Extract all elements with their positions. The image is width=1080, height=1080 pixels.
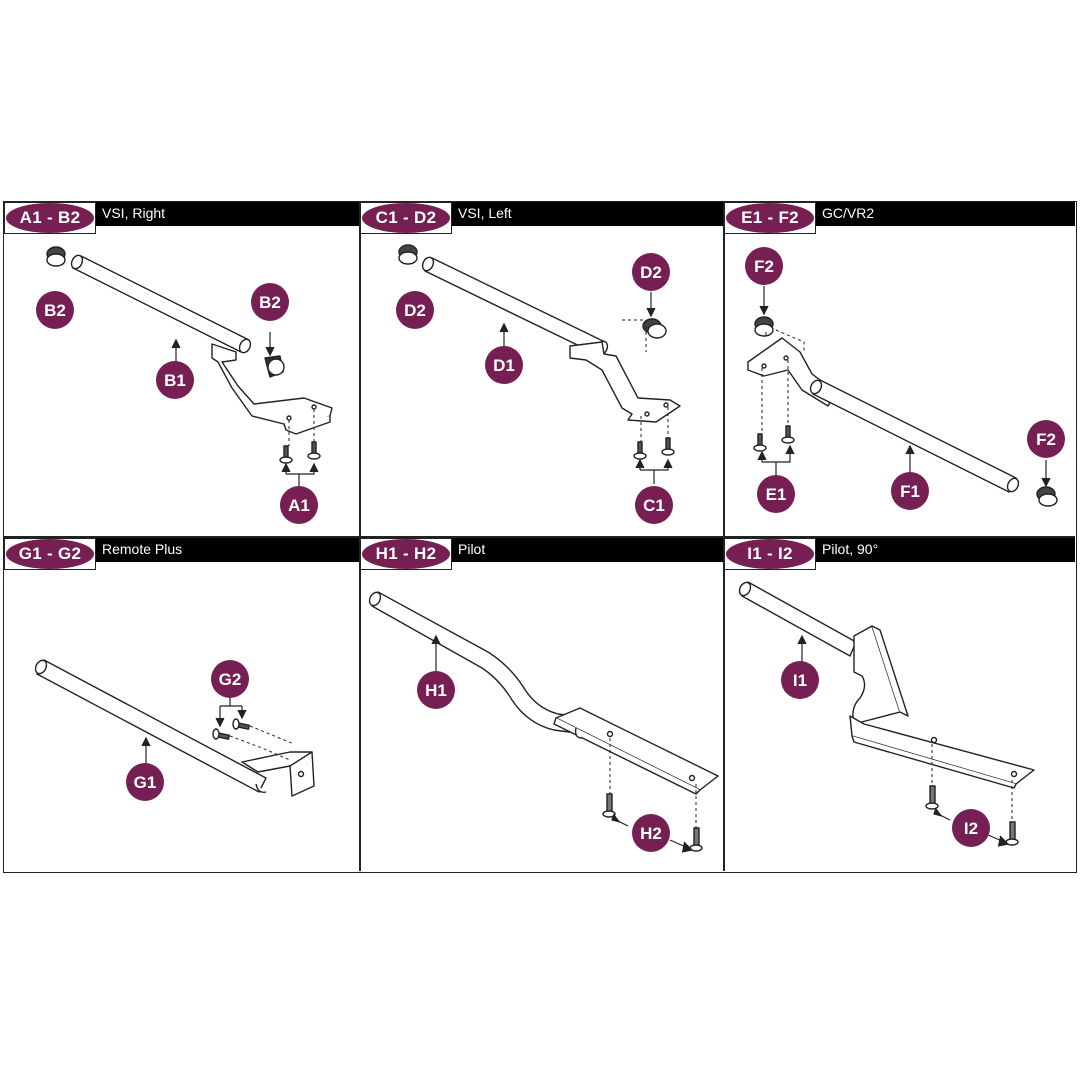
panel-code-badge: E1 - F2 xyxy=(726,203,814,233)
svg-text:H2: H2 xyxy=(640,824,662,843)
panel-code-badge: A1 - B2 xyxy=(6,203,94,233)
panel-code-badge: H1 - H2 xyxy=(362,539,450,569)
svg-text:B1: B1 xyxy=(164,371,186,390)
parts-diagram-grid: VSI, Right A1 - B2 xyxy=(3,201,1077,873)
panel-h1-h2: Pilot H1 - H2 xyxy=(360,538,723,871)
panel-code-box: H1 - H2 xyxy=(360,538,452,570)
panel-c1-d2: VSI, Left C1 - D2 xyxy=(360,202,723,536)
panel-code-box: G1 - G2 xyxy=(4,538,96,570)
svg-text:B2: B2 xyxy=(44,301,66,320)
callout-f2: F2 xyxy=(745,247,783,285)
panel-code-badge: I1 - I2 xyxy=(726,539,814,569)
panel-code-box: I1 - I2 xyxy=(724,538,816,570)
panel-title: Pilot xyxy=(458,541,486,557)
svg-text:C1: C1 xyxy=(643,496,665,515)
svg-text:D2: D2 xyxy=(640,263,662,282)
svg-text:B2: B2 xyxy=(259,293,281,312)
panel-a1-b2: VSI, Right A1 - B2 xyxy=(4,202,359,536)
panel-i1-i2: Pilot, 90° I1 - I2 xyxy=(724,538,1075,871)
callout-f2: F2 xyxy=(1027,420,1065,458)
svg-text:G2: G2 xyxy=(219,670,242,689)
pilot-bracket-drawing: H1 H2 xyxy=(368,591,719,853)
svg-text:E1: E1 xyxy=(766,485,787,504)
svg-text:G1: G1 xyxy=(134,773,157,792)
callout-b2: B2 xyxy=(36,291,74,329)
pilot-90-bracket-drawing: I1 I2 xyxy=(738,581,1035,847)
callout-a1: A1 xyxy=(280,486,318,524)
svg-text:F1: F1 xyxy=(900,482,920,501)
vsi-left-bracket-drawing: D2 D2 D1 C1 xyxy=(396,244,681,524)
callout-g1: G1 xyxy=(126,763,164,801)
panel-e1-f2: GC/VR2 E1 - F2 xyxy=(724,202,1075,536)
svg-text:I2: I2 xyxy=(964,819,978,838)
panel-code-box: C1 - D2 xyxy=(360,202,452,234)
callout-e1: E1 xyxy=(757,475,795,513)
callout-h1: H1 xyxy=(417,671,455,709)
panel-title: Remote Plus xyxy=(102,541,183,557)
panel-g1-g2: Remote Plus G1 - G2 xyxy=(4,538,359,871)
panel-code-box: A1 - B2 xyxy=(4,202,96,234)
svg-text:F2: F2 xyxy=(754,257,774,276)
panel-title: GC/VR2 xyxy=(822,205,875,221)
panel-code-box: E1 - F2 xyxy=(724,202,816,234)
svg-text:F2: F2 xyxy=(1036,430,1056,449)
callout-b1: B1 xyxy=(156,361,194,399)
svg-text:D2: D2 xyxy=(404,301,426,320)
svg-text:H1: H1 xyxy=(425,681,447,700)
gc-vr2-bracket-drawing: F2 F2 E1 F1 xyxy=(745,247,1065,513)
grid-divider xyxy=(4,536,1075,538)
callout-d2: D2 xyxy=(632,253,670,291)
panel-title: VSI, Right xyxy=(102,205,166,221)
callout-i2: I2 xyxy=(952,809,990,847)
panel-title: VSI, Left xyxy=(458,205,512,221)
callout-f1: F1 xyxy=(891,472,929,510)
svg-text:A1: A1 xyxy=(288,496,310,515)
callout-g2: G2 xyxy=(211,660,249,698)
svg-text:D1: D1 xyxy=(493,356,515,375)
callout-d2: D2 xyxy=(396,291,434,329)
remote-plus-bracket-drawing: G2 G1 xyxy=(34,659,315,801)
vsi-right-bracket-drawing: B2 B2 B1 A1 xyxy=(36,246,333,524)
svg-text:I1: I1 xyxy=(793,671,807,690)
callout-d1: D1 xyxy=(485,346,523,384)
callout-h2: H2 xyxy=(632,814,670,852)
panel-code-badge: G1 - G2 xyxy=(6,539,94,569)
panel-title: Pilot, 90° xyxy=(822,541,879,557)
callout-b2: B2 xyxy=(251,283,289,321)
callout-c1: C1 xyxy=(635,486,673,524)
callout-i1: I1 xyxy=(781,661,819,699)
panel-code-badge: C1 - D2 xyxy=(362,203,450,233)
